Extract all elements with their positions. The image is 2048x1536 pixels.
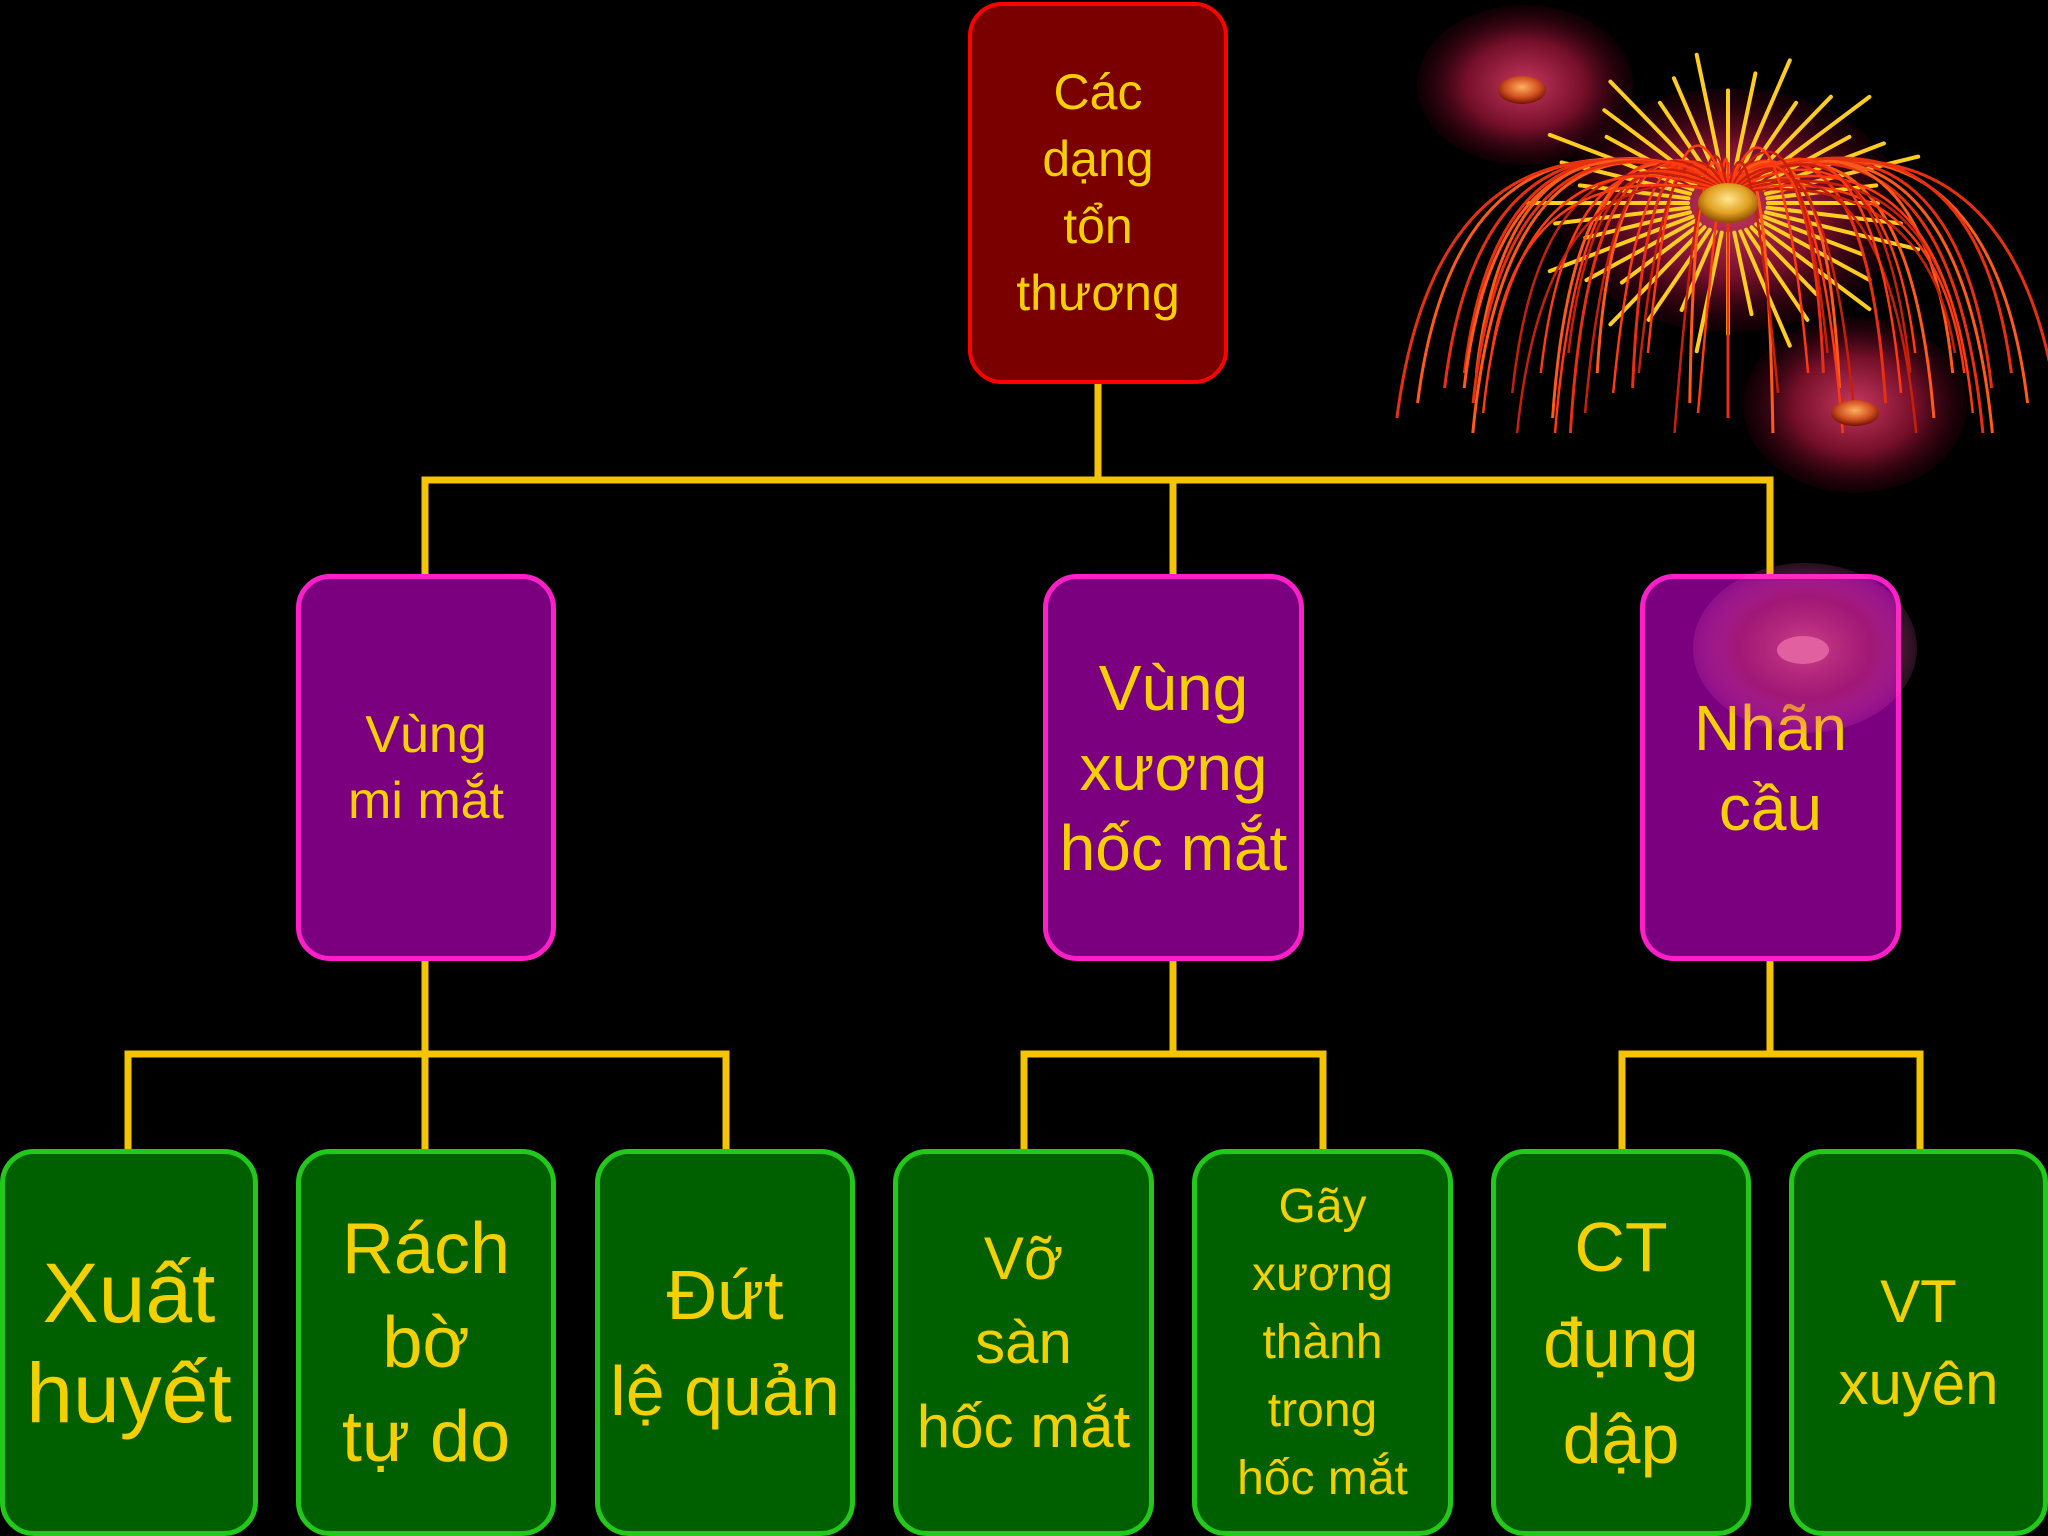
leaf-label-penetrating: VT xuyên	[1838, 1267, 1999, 1417]
firework-ray	[1738, 58, 1792, 177]
category-label-orbit: Vùng xương hốc mắt	[1059, 651, 1288, 884]
firework-arc	[1727, 174, 1975, 414]
root-node: Các dạng tổn thương	[968, 2, 1228, 384]
leaf-label-contusion: CT đụng dập	[1543, 1207, 1699, 1478]
firework-ray	[1547, 214, 1695, 274]
firework-rays	[1395, 52, 2048, 434]
firework-ray	[1732, 230, 1754, 317]
leaf-label-orbital-floor-fracture: Vỡ sàn hốc mắt	[916, 1224, 1131, 1460]
leaf-node-orbital-floor-fracture: Vỡ sàn hốc mắt	[893, 1149, 1154, 1536]
firework-ray	[1754, 222, 1872, 312]
leaf-node-penetrating: VT xuyên	[1789, 1149, 2048, 1536]
firework-arc	[1727, 167, 1856, 414]
leaf-node-canaliculus-laceration: Đứt lệ quản	[595, 1149, 855, 1536]
firework-arc	[1583, 160, 1729, 414]
leaf-label-lid-margin-tear: Rách bờ tự do	[341, 1208, 511, 1477]
firework-ray	[1744, 227, 1810, 322]
firework-arc	[1726, 160, 1780, 394]
firework-arc	[1727, 160, 1888, 404]
firework-orbs	[1417, 5, 1967, 733]
firework-arc	[1726, 160, 1841, 389]
firework-core-small	[1498, 76, 1546, 104]
firework-arc	[1637, 161, 1730, 374]
firework-arc	[1727, 188, 1957, 354]
leaf-label-medial-wall-fracture: Gãy xương thành trong hốc mắt	[1237, 1179, 1408, 1505]
firework-ray	[1732, 71, 1758, 176]
leaf-node-contusion: CT đụng dập	[1491, 1149, 1751, 1536]
firework-core-large	[1698, 183, 1758, 223]
firework-ray	[1694, 52, 1724, 176]
leaf-node-lid-margin-tear: Rách bờ tự do	[296, 1149, 556, 1536]
firework-arc	[1727, 178, 1918, 434]
firework-ray	[1671, 76, 1718, 177]
firework-ray	[1758, 218, 1872, 283]
firework-core-pink	[1777, 636, 1829, 664]
firework-cores	[1498, 76, 1879, 664]
firework-ray	[1646, 227, 1712, 322]
firework-ray	[1749, 225, 1819, 296]
firework-ray	[1738, 229, 1792, 348]
firework-arc	[1727, 163, 1912, 374]
category-node-orbit: Vùng xương hốc mắt	[1043, 574, 1304, 961]
firework-ray	[1764, 210, 1921, 252]
firework-arc	[1490, 183, 1729, 354]
firework-arc	[1726, 150, 1829, 354]
leaf-label-canaliculus-laceration: Đứt lệ quản	[610, 1255, 840, 1430]
category-label-eyelid: Vùng mi mắt	[348, 705, 504, 830]
category-node-eyelid: Vùng mi mắt	[296, 574, 556, 961]
firework-ray	[1764, 154, 1921, 196]
leaf-node-medial-wall-fracture: Gãy xương thành trong hốc mắt	[1192, 1149, 1453, 1536]
firework-arc	[1646, 144, 1730, 354]
root-label: Các dạng tổn thương	[1016, 64, 1180, 321]
firework-arc	[1727, 156, 2013, 374]
firework-core-lower	[1831, 400, 1879, 426]
leaf-node-hemorrhage: Xuất huyết	[0, 1149, 258, 1536]
leaf-label-hemorrhage: Xuất huyết	[26, 1245, 232, 1440]
